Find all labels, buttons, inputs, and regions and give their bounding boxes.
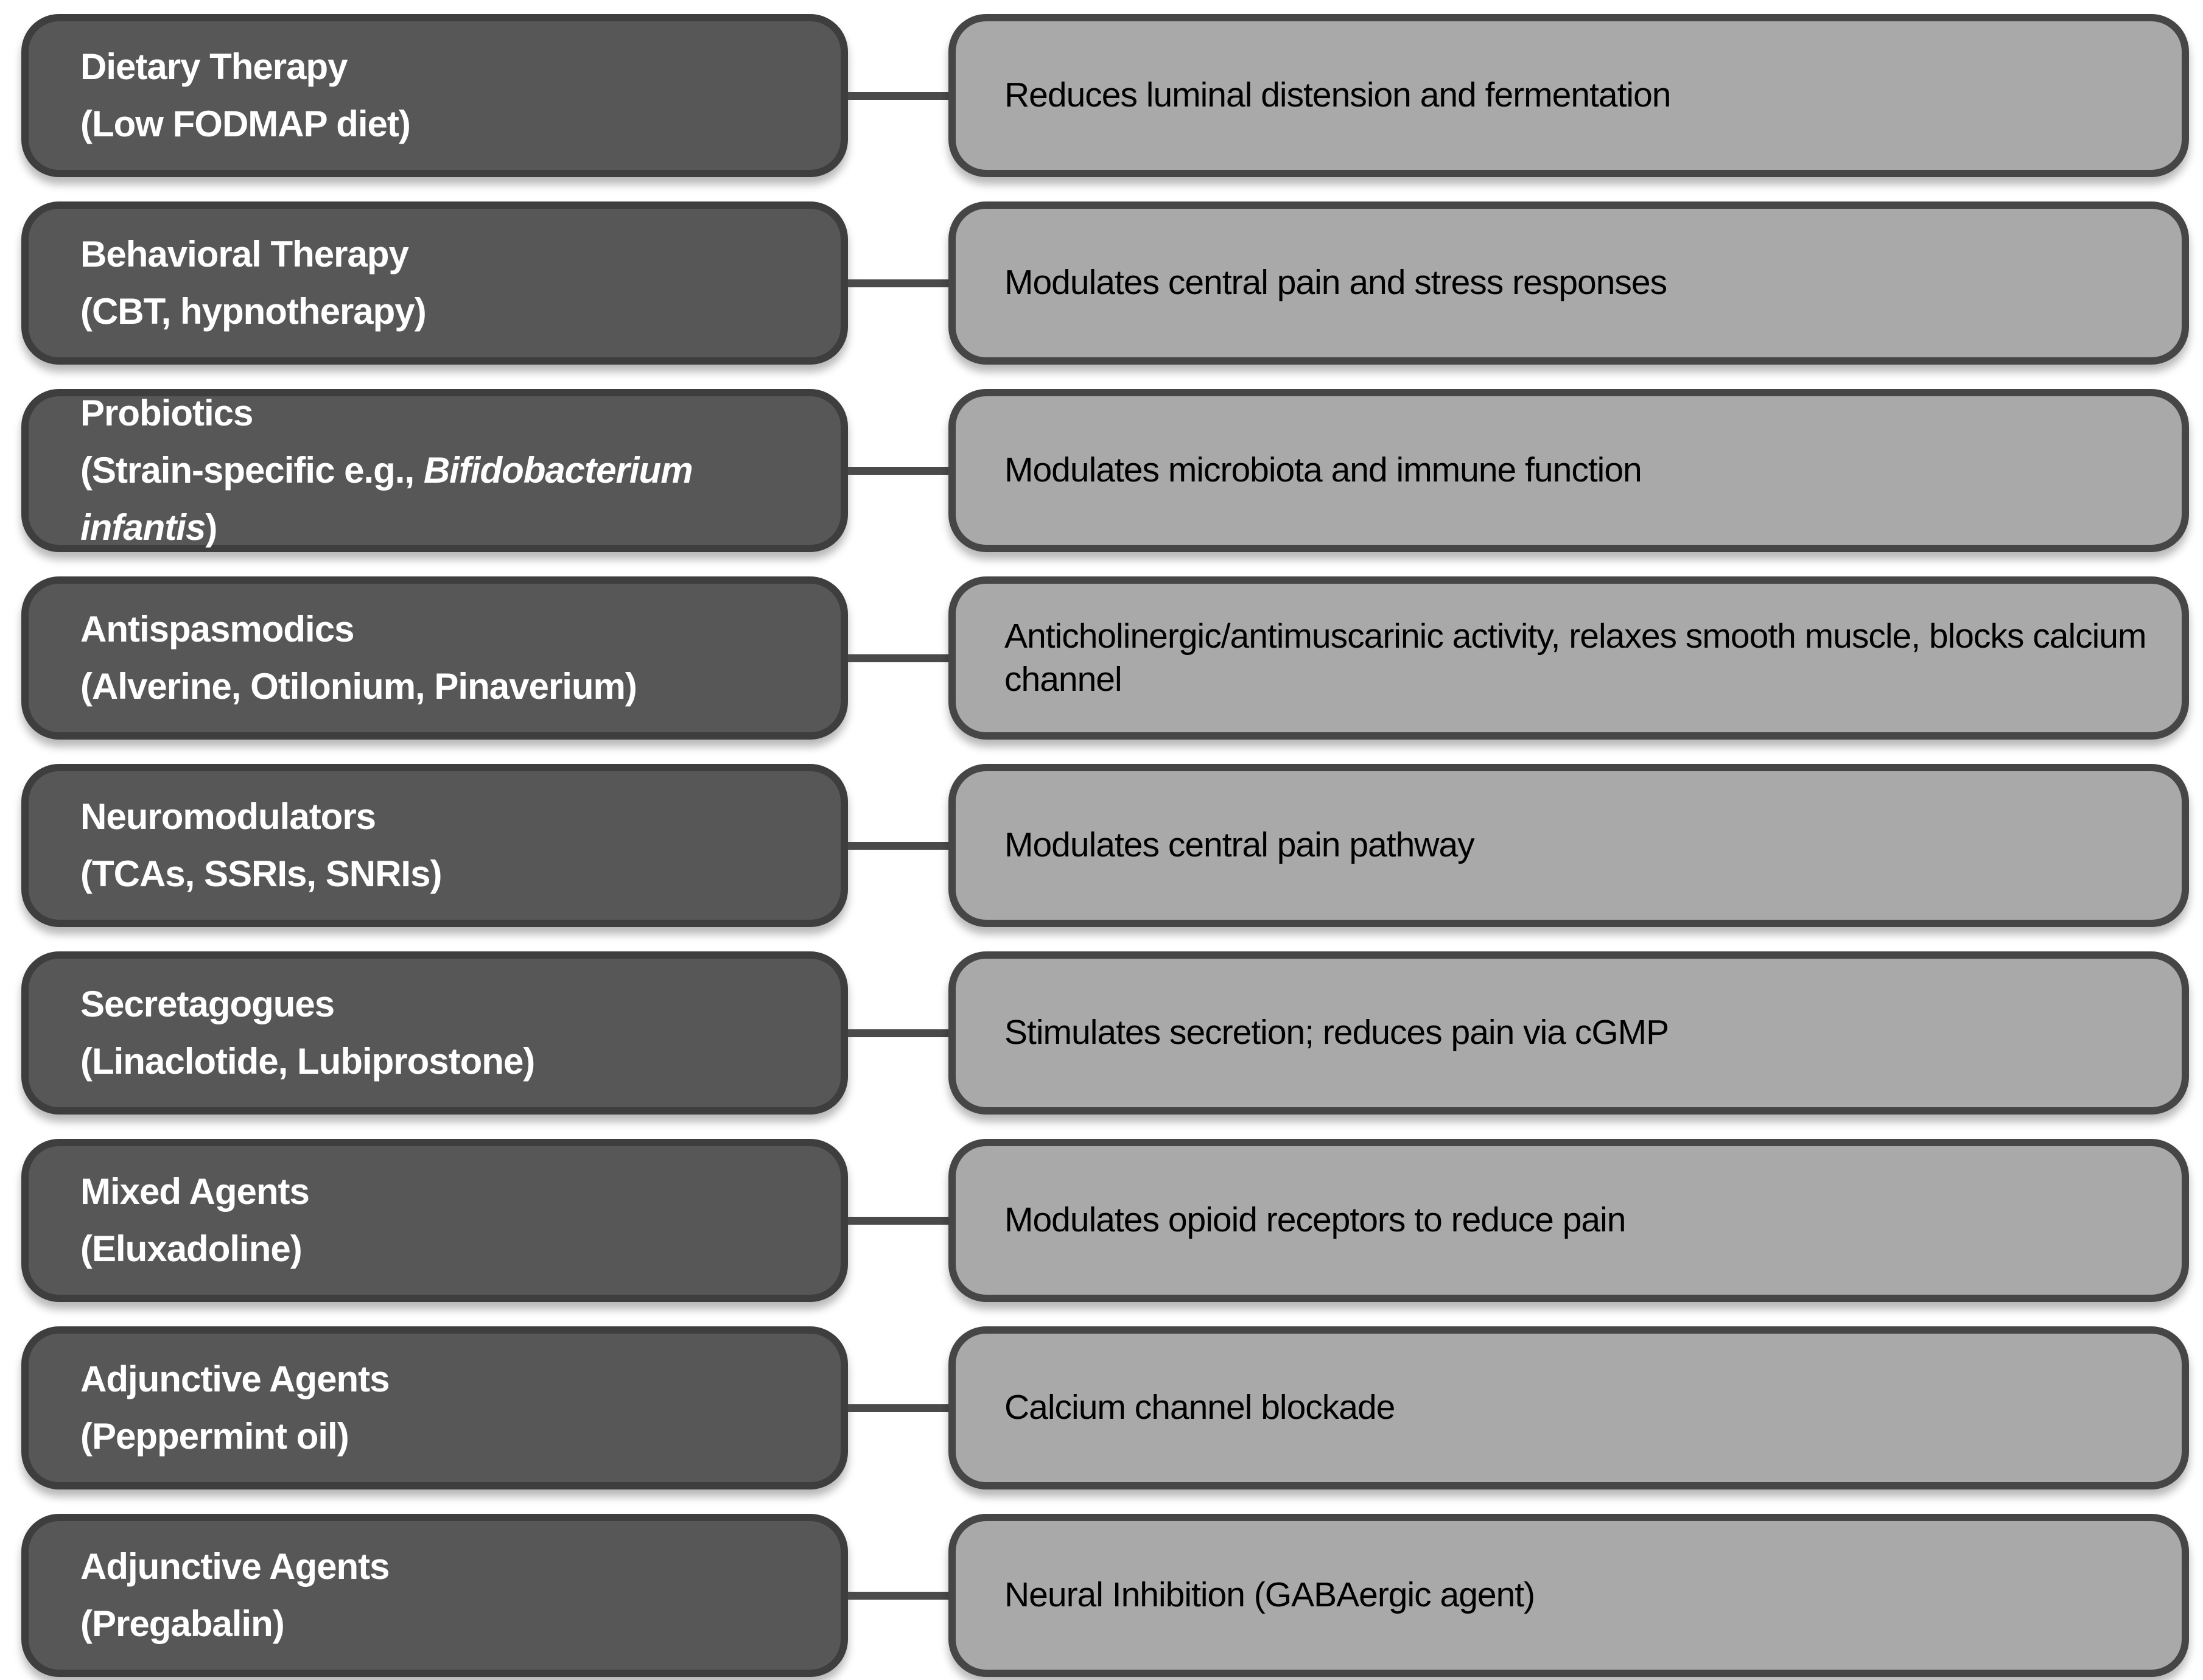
therapy-category-subtitle-part: Bifidobacterium infantis bbox=[80, 450, 693, 548]
therapy-category-subtitle: (Peppermint oil) bbox=[80, 1408, 390, 1465]
mechanism-text: Stimulates secretion; reduces pain via c… bbox=[1004, 1013, 1669, 1052]
mechanism-text: Neural Inhibition (GABAergic agent) bbox=[1004, 1575, 1535, 1615]
therapy-row: Adjunctive Agents (Peppermint oil) Calci… bbox=[21, 1326, 2203, 1489]
therapy-category-subtitle: (Linaclotide, Lubiprostone) bbox=[80, 1033, 535, 1090]
therapy-category-box: Antispasmodics (Alverine, Otilonium, Pin… bbox=[21, 576, 848, 740]
therapy-category-text: Mixed Agents (Eluxadoline) bbox=[80, 1163, 310, 1278]
therapy-category-subtitle-part: (CBT, hypnotherapy) bbox=[80, 291, 427, 332]
therapy-category-subtitle: (Pregabalin) bbox=[80, 1595, 390, 1653]
therapy-row: Secretagogues (Linaclotide, Lubiprostone… bbox=[21, 951, 2203, 1115]
therapy-row: Mixed Agents (Eluxadoline) Modulates opi… bbox=[21, 1139, 2203, 1302]
therapy-category-box: Behavioral Therapy (CBT, hypnotherapy) bbox=[21, 201, 848, 365]
therapy-category-box: Adjunctive Agents (Pregabalin) bbox=[21, 1514, 848, 1677]
therapy-category-title: Mixed Agents bbox=[80, 1171, 310, 1212]
therapy-category-text: Dietary Therapy (Low FODMAP diet) bbox=[80, 38, 411, 153]
therapy-category-text: Adjunctive Agents (Peppermint oil) bbox=[80, 1351, 390, 1465]
therapy-category-subtitle: (Strain-specific e.g., Bifidobacterium i… bbox=[80, 442, 816, 556]
connector-line bbox=[848, 1216, 948, 1225]
therapy-category-title: Behavioral Therapy bbox=[80, 234, 409, 275]
therapy-category-subtitle-part: (Strain-specific e.g., bbox=[80, 450, 424, 491]
mechanism-box: Stimulates secretion; reduces pain via c… bbox=[948, 951, 2189, 1115]
therapy-row: Neuromodulators (TCAs, SSRIs, SNRIs) Mod… bbox=[21, 764, 2203, 927]
therapy-category-subtitle-part: (Eluxadoline) bbox=[80, 1228, 303, 1269]
connector-line bbox=[848, 841, 948, 850]
mechanism-box: Calcium channel blockade bbox=[948, 1326, 2189, 1489]
connector-line bbox=[848, 1404, 948, 1412]
mechanism-box: Modulates microbiota and immune function bbox=[948, 389, 2189, 552]
therapy-category-subtitle-part: (Pregabalin) bbox=[80, 1603, 285, 1644]
therapy-category-title: Dietary Therapy bbox=[80, 46, 348, 87]
mechanism-text: Reduces luminal distension and fermentat… bbox=[1004, 75, 1671, 115]
therapy-category-title: Probiotics bbox=[80, 393, 253, 433]
therapy-category-box: Neuromodulators (TCAs, SSRIs, SNRIs) bbox=[21, 764, 848, 927]
therapy-category-box: Probiotics (Strain-specific e.g., Bifido… bbox=[21, 389, 848, 552]
therapy-category-title: Secretagogues bbox=[80, 984, 335, 1024]
therapy-category-subtitle: (CBT, hypnotherapy) bbox=[80, 283, 427, 340]
connector-line bbox=[848, 279, 948, 287]
therapy-category-subtitle-part: (Peppermint oil) bbox=[80, 1416, 349, 1457]
therapy-category-subtitle: (Low FODMAP diet) bbox=[80, 96, 411, 153]
connector-line bbox=[848, 1029, 948, 1037]
therapy-category-title: Adjunctive Agents bbox=[80, 1546, 390, 1587]
therapy-category-text: Antispasmodics (Alverine, Otilonium, Pin… bbox=[80, 601, 637, 715]
therapy-category-subtitle-part: (TCAs, SSRIs, SNRIs) bbox=[80, 853, 442, 894]
connector-line bbox=[848, 1591, 948, 1600]
connector-line bbox=[848, 91, 948, 100]
mechanism-text: Modulates central pain pathway bbox=[1004, 825, 1475, 865]
therapy-category-box: Dietary Therapy (Low FODMAP diet) bbox=[21, 14, 848, 177]
therapy-category-title: Antispasmodics bbox=[80, 609, 354, 649]
mechanism-text: Modulates central pain and stress respon… bbox=[1004, 263, 1667, 303]
therapy-category-box: Mixed Agents (Eluxadoline) bbox=[21, 1139, 848, 1302]
therapy-category-subtitle: (Eluxadoline) bbox=[80, 1220, 309, 1278]
therapy-row: Antispasmodics (Alverine, Otilonium, Pin… bbox=[21, 576, 2203, 740]
mechanism-box: Modulates opioid receptors to reduce pai… bbox=[948, 1139, 2189, 1302]
therapy-row: Probiotics (Strain-specific e.g., Bifido… bbox=[21, 389, 2203, 552]
therapy-category-text: Adjunctive Agents (Pregabalin) bbox=[80, 1538, 390, 1653]
therapy-category-text: Probiotics (Strain-specific e.g., Bifido… bbox=[80, 385, 816, 556]
therapy-category-box: Adjunctive Agents (Peppermint oil) bbox=[21, 1326, 848, 1489]
connector-line bbox=[848, 654, 948, 662]
therapy-row: Behavioral Therapy (CBT, hypnotherapy) M… bbox=[21, 201, 2203, 365]
therapy-category-subtitle-part: (Low FODMAP diet) bbox=[80, 103, 411, 144]
therapy-category-subtitle-part: (Alverine, Otilonium, Pinaverium) bbox=[80, 666, 637, 707]
therapy-category-subtitle-part: (Linaclotide, Lubiprostone) bbox=[80, 1041, 535, 1082]
mechanism-text: Modulates opioid receptors to reduce pai… bbox=[1004, 1200, 1626, 1240]
therapy-category-box: Secretagogues (Linaclotide, Lubiprostone… bbox=[21, 951, 848, 1115]
therapy-row: Dietary Therapy (Low FODMAP diet) Reduce… bbox=[21, 14, 2203, 177]
therapy-category-title: Adjunctive Agents bbox=[80, 1359, 390, 1399]
therapy-category-text: Neuromodulators (TCAs, SSRIs, SNRIs) bbox=[80, 788, 442, 903]
mechanism-text: Calcium channel blockade bbox=[1004, 1388, 1395, 1427]
mechanism-box: Anticholinergic/antimuscarinic activity,… bbox=[948, 576, 2189, 740]
therapy-category-subtitle: (Alverine, Otilonium, Pinaverium) bbox=[80, 658, 637, 715]
therapy-category-text: Secretagogues (Linaclotide, Lubiprostone… bbox=[80, 976, 535, 1090]
connector-line bbox=[848, 466, 948, 475]
therapy-row: Adjunctive Agents (Pregabalin) Neural In… bbox=[21, 1514, 2203, 1677]
mechanism-box: Modulates central pain and stress respon… bbox=[948, 201, 2189, 365]
therapy-category-title: Neuromodulators bbox=[80, 796, 376, 837]
therapy-category-subtitle: (TCAs, SSRIs, SNRIs) bbox=[80, 845, 442, 903]
mechanism-text: Anticholinergic/antimuscarinic activity,… bbox=[1004, 616, 2146, 699]
mechanism-box: Neural Inhibition (GABAergic agent) bbox=[948, 1514, 2189, 1677]
therapy-category-subtitle-part: ) bbox=[205, 507, 217, 548]
mechanism-text: Modulates microbiota and immune function bbox=[1004, 450, 1642, 490]
mechanism-box: Reduces luminal distension and fermentat… bbox=[948, 14, 2189, 177]
therapy-category-text: Behavioral Therapy (CBT, hypnotherapy) bbox=[80, 226, 427, 340]
mechanism-box: Modulates central pain pathway bbox=[948, 764, 2189, 927]
